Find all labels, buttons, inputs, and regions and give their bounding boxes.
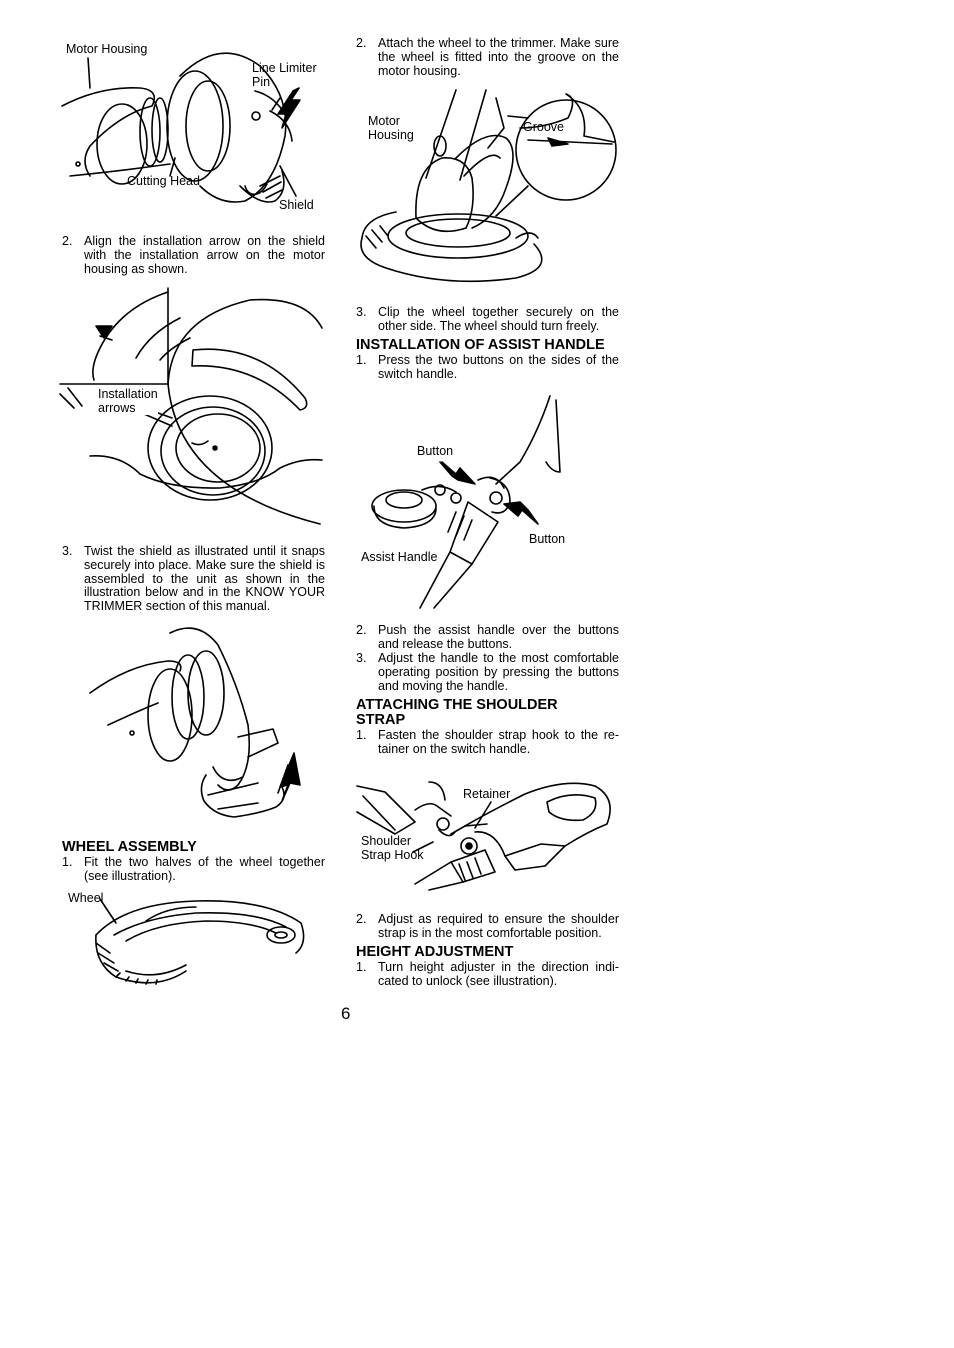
step-text: Turn height adjuster in the direction in… [378, 960, 619, 988]
step-text: Adjust as required to ensure the shoulde… [378, 912, 619, 940]
step-text: Push the assist handle over the buttons … [378, 623, 619, 651]
label-wheel: Wheel [68, 891, 104, 905]
step-text: Adjust the handle to the most comfortabl… [378, 651, 619, 693]
page-number: 6 [341, 1004, 351, 1023]
twist-shield-illustration [89, 627, 301, 818]
step-text: Fasten the shoulder strap hook to the re… [378, 728, 619, 756]
left-step-3: 3. Twist the shield as illustrated until… [62, 544, 325, 614]
step-text: Twist the shield as illustrated until it… [84, 544, 325, 614]
wheel-halves-illustration [95, 898, 305, 985]
label-groove: Groove [523, 120, 564, 134]
label-assist-handle: Assist Handle [361, 550, 438, 564]
label-installation-arrows: Installation arrows [98, 387, 158, 415]
step-number: 2. [356, 912, 367, 926]
wheel-step-1: 1. Fit the two halves of the wheel toget… [62, 855, 325, 884]
heading-height-adjustment: HEIGHT ADJUSTMENT [356, 944, 514, 960]
step-number: 2. [356, 36, 367, 50]
heading-shoulder-strap: ATTACHING THE SHOULDER STRAP [356, 697, 558, 728]
figure-assist-handle [360, 392, 570, 610]
step-number: 1. [356, 728, 367, 742]
right-step-3: 3. Clip the wheel together securely on t… [356, 305, 619, 334]
label-shield: Shield [279, 198, 314, 212]
step-number: 1. [356, 353, 367, 367]
label-button-bottom: Button [529, 532, 566, 546]
step-text: Fit the two halves of the wheel together… [84, 855, 325, 883]
step-number: 3. [356, 651, 367, 665]
figure-shield-parts [60, 36, 330, 221]
step-number: 1. [62, 855, 73, 869]
shoulder-strap-illustration [356, 781, 611, 891]
label-shoulder-strap-hook: Shoulder Strap Hook [361, 834, 424, 862]
heading-assist-handle: INSTALLATION OF ASSIST HANDLE [356, 337, 605, 353]
step-text: Attach the wheel to the trimmer. Make su… [378, 36, 619, 78]
figure-shoulder-strap [355, 772, 617, 892]
label-line-limiter-pin: Line Limiter Pin [252, 61, 317, 89]
assist-step-2: 2. Push the assist handle over the butto… [356, 623, 619, 652]
label-motor-housing: Motor Housing [66, 42, 148, 56]
shield-parts-illustration [61, 52, 301, 203]
label-cutting-head: Cutting Head [127, 174, 200, 188]
label-retainer: Retainer [463, 787, 511, 801]
heading-wheel-assembly: WHEEL ASSEMBLY [62, 839, 197, 855]
step-text: Align the installation arrow on the shie… [84, 234, 325, 276]
step-number: 3. [62, 544, 73, 558]
assist-handle-illustration [371, 395, 561, 609]
figure-wheel-halves [86, 893, 311, 993]
wheel-attach-illustration [360, 89, 617, 283]
strap-step-2: 2. Adjust as required to ensure the shou… [356, 912, 619, 941]
height-step-1: 1. Turn height adjuster in the direction… [356, 960, 619, 989]
step-text: Clip the wheel together securely on the … [378, 305, 619, 333]
step-number: 2. [62, 234, 73, 248]
strap-step-1: 1. Fasten the shoulder strap hook to the… [356, 728, 619, 757]
right-step-2: 2. Attach the wheel to the trimmer. Make… [356, 36, 619, 78]
left-step-2: 2. Align the installation arrow on the s… [62, 234, 325, 276]
figure-twist-shield [88, 625, 303, 825]
step-number: 3. [356, 305, 367, 319]
assist-step-1: 1. Press the two buttons on the sides of… [356, 353, 619, 382]
step-number: 1. [356, 960, 367, 974]
figure-wheel-attach [356, 88, 618, 293]
label-button-top: Button [417, 444, 454, 458]
label-motor-housing-right: Motor Housing [368, 114, 414, 142]
assist-step-3: 3. Adjust the handle to the most comfort… [356, 651, 619, 693]
step-number: 2. [356, 623, 367, 637]
step-text: Press the two buttons on the sides of th… [378, 353, 619, 381]
